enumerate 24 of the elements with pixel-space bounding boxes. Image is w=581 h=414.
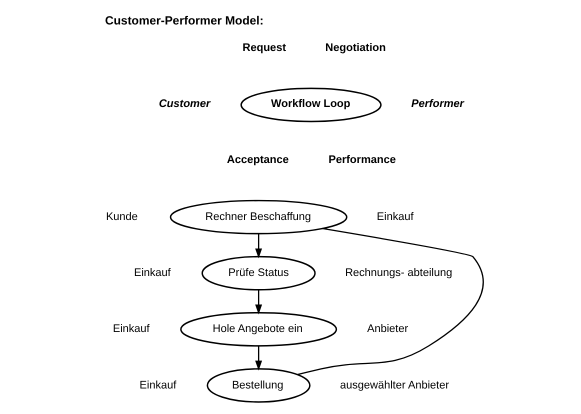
- connector: [297, 228, 484, 376]
- node-label: Einkauf: [112, 323, 150, 336]
- node-label: Customer: [158, 98, 210, 110]
- node-label: Performance: [328, 154, 396, 166]
- node-label: Einkauf: [134, 267, 171, 280]
- arrow: [255, 346, 262, 371]
- arrow: [255, 234, 262, 258]
- diagram-title: Customer-Performer Model:: [105, 13, 264, 28]
- node-ellipse: Hole Angebote ein: [180, 312, 338, 347]
- node-label: Performer: [411, 98, 464, 110]
- node-label: Einkauf: [376, 210, 414, 223]
- node-ellipse: Prüfe Status: [202, 256, 316, 290]
- arrow: [255, 290, 262, 314]
- node-ellipse: Bestellung: [206, 368, 311, 403]
- node-label: ausgewählter Anbieter: [340, 379, 450, 392]
- node-ellipse: Workflow Loop: [240, 88, 382, 122]
- node-label: Acceptance: [226, 154, 289, 166]
- node-ellipse: Rechner Beschaffung: [170, 200, 348, 234]
- node-label: Kunde: [106, 210, 138, 223]
- node-label: Anbieter: [367, 323, 408, 336]
- node-label: Request: [242, 42, 286, 54]
- node-label: Negotiation: [325, 42, 386, 54]
- node-label: Einkauf: [140, 379, 176, 392]
- node-label: Rechnungs- abteilung: [345, 267, 452, 280]
